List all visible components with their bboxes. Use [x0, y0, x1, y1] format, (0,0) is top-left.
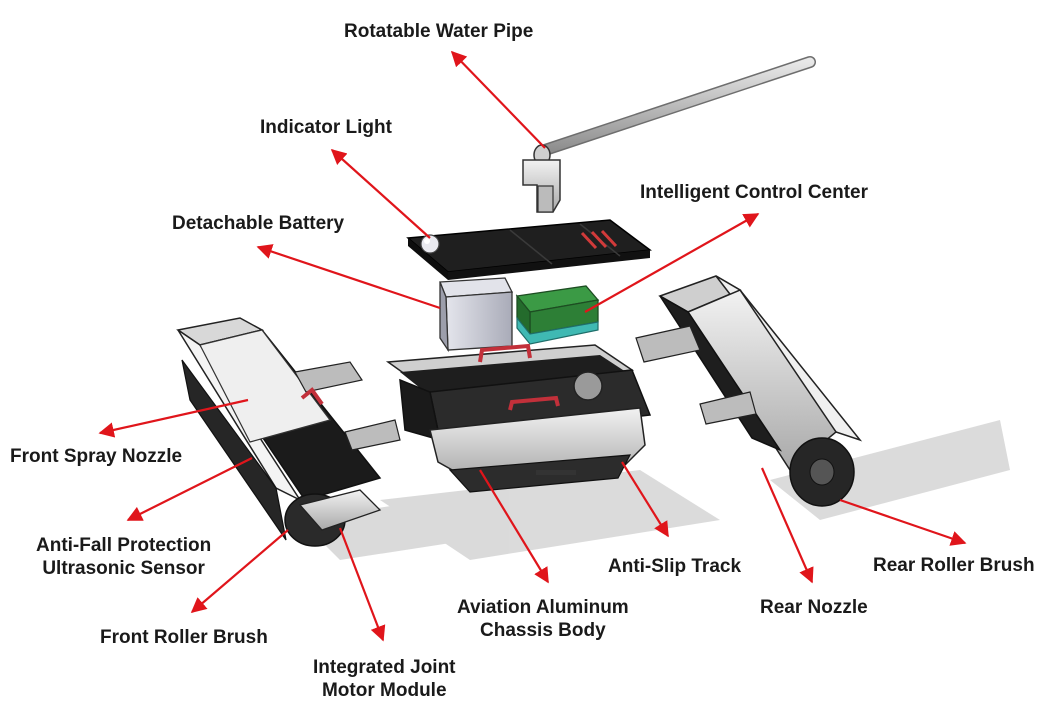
label-anti-fall-line1: Anti-Fall Protection	[36, 535, 212, 556]
chassis-body	[385, 343, 652, 493]
label-rear-nozzle: Rear Nozzle	[760, 597, 868, 618]
rear-roller-brush	[635, 275, 863, 507]
label-front-spray: Front Spray Nozzle	[10, 446, 183, 467]
arrow-control-center	[584, 213, 760, 313]
arrow-rear-brush	[839, 498, 967, 546]
detachable-battery	[439, 277, 514, 353]
callout-arrows	[98, 50, 967, 642]
arrow-anti-fall	[126, 457, 253, 521]
label-front-brush: Front Roller Brush	[100, 627, 268, 648]
label-water-pipe: Rotatable Water Pipe	[344, 21, 534, 42]
rotatable-water-pipe	[522, 56, 816, 213]
label-control-center: Intelligent Control Center	[640, 182, 868, 203]
arrow-front-spray	[98, 398, 249, 438]
label-rear-brush: Rear Roller Brush	[873, 555, 1035, 576]
arrow-chassis	[479, 469, 549, 584]
ground-shadows	[300, 420, 1010, 560]
label-chassis-line1: Aviation Aluminum	[457, 597, 629, 618]
arrow-front-brush	[190, 529, 289, 614]
arrow-water-pipe	[450, 50, 546, 149]
arrow-track	[621, 461, 669, 538]
label-anti-fall-line2: Ultrasonic Sensor	[42, 558, 205, 579]
intelligent-control-center	[515, 285, 600, 345]
label-chassis: Aviation Aluminum Chassis Body	[457, 596, 629, 642]
arrow-joint-motor	[338, 527, 386, 642]
label-joint-motor: Integrated Joint Motor Module	[313, 656, 456, 702]
label-joint-motor-line1: Integrated Joint	[313, 657, 456, 678]
arrow-indicator-light	[330, 148, 431, 239]
arrow-rear-nozzle	[760, 467, 814, 584]
label-indicator-light: Indicator Light	[260, 117, 392, 138]
label-chassis-line2: Chassis Body	[480, 620, 606, 641]
label-track: Anti-Slip Track	[608, 556, 742, 577]
label-anti-fall: Anti-Fall Protection Ultrasonic Sensor	[36, 534, 211, 580]
label-battery: Detachable Battery	[172, 213, 345, 234]
arrow-battery	[256, 244, 441, 310]
control-lid	[406, 219, 652, 280]
label-joint-motor-line2: Motor Module	[321, 680, 447, 701]
front-roller-brush	[176, 317, 401, 547]
